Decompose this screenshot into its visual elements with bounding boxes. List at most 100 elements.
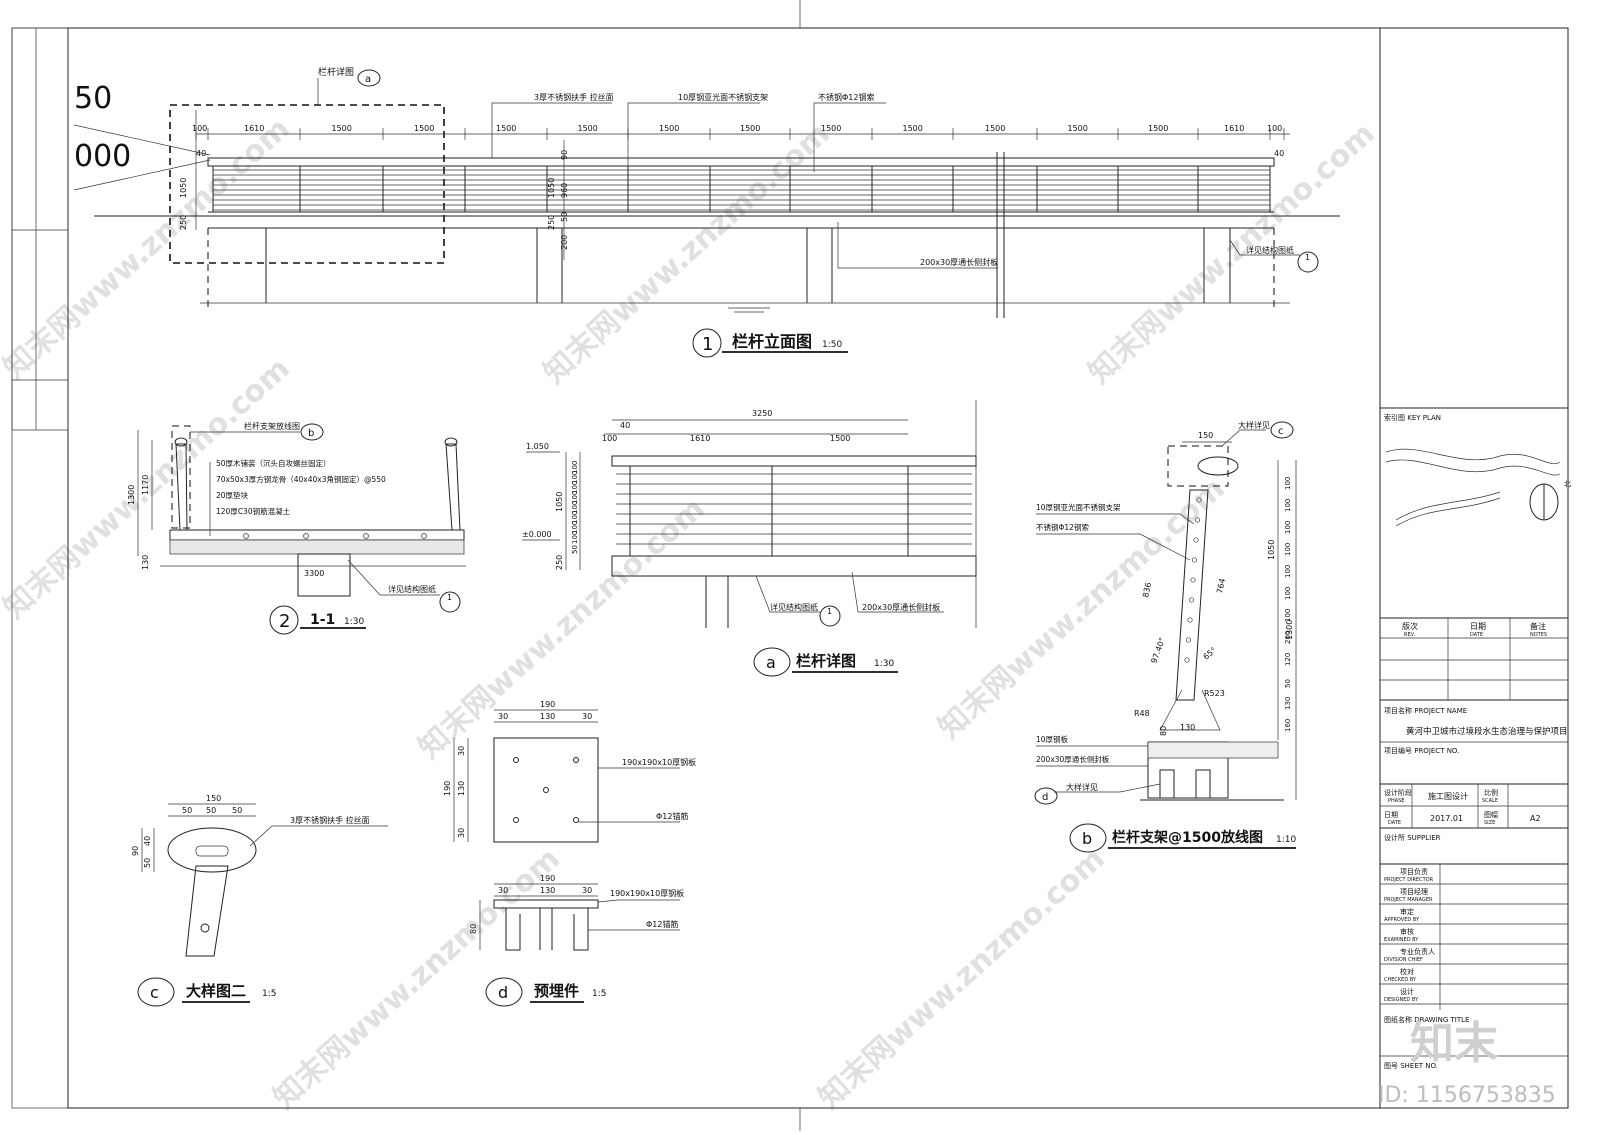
role-label: 项目经理 bbox=[1400, 887, 1428, 896]
dim: 1300 bbox=[127, 485, 136, 505]
dim: 130 bbox=[540, 712, 555, 721]
dim: 90 bbox=[131, 846, 140, 856]
detail-b-scale: 1:10 bbox=[1276, 835, 1296, 845]
detail-b-bracket: 1300 1050 100100100100100100100200120501… bbox=[1034, 420, 1296, 853]
cut-number: 50 bbox=[74, 81, 112, 116]
note-plate: 190x190x10厚钢板 bbox=[622, 757, 696, 767]
dim: 1500 bbox=[1148, 124, 1168, 133]
role-label: 审定 bbox=[1400, 907, 1414, 916]
dim: 80 bbox=[1159, 726, 1168, 736]
structure-ref-num: 1 bbox=[827, 607, 832, 616]
watermark-text: 知末网www.znzmo.com bbox=[412, 491, 712, 766]
dim: 1170 bbox=[141, 475, 150, 495]
dim: 1500 bbox=[578, 124, 598, 133]
elevation-scale: 1:50 bbox=[822, 340, 842, 350]
title-number: 2 bbox=[279, 611, 290, 632]
title-bubble bbox=[692, 328, 722, 358]
note-structure: 详见结构图纸 bbox=[770, 602, 818, 612]
elevation-title: 栏杆立面图 bbox=[732, 332, 812, 351]
dim: 30 bbox=[582, 886, 592, 895]
note-rod: 不锈钢Φ12钢索 bbox=[818, 92, 874, 102]
dim: 1610 bbox=[244, 124, 264, 133]
note-handrail: 3厚不锈钢扶手 拉丝面 bbox=[290, 815, 370, 825]
left-stamp-column bbox=[11, 27, 69, 431]
ref-label: 大样详见 bbox=[1238, 420, 1270, 430]
detail-c-handrail: 150 50 50 50 90 40 50 3厚不锈钢扶手 拉丝面 c 大样图二… bbox=[131, 794, 388, 1007]
watermark-text: 知末网www.znzmo.com bbox=[812, 841, 1112, 1116]
firm-label: 设计所 SUPPLIER bbox=[1384, 833, 1441, 842]
role-label: 审核 bbox=[1400, 927, 1414, 936]
dim: 40 bbox=[143, 836, 152, 846]
dim: 190 bbox=[540, 874, 555, 883]
bolt-hole bbox=[1191, 557, 1198, 563]
note-rod: 不锈钢Φ12钢索 bbox=[1036, 522, 1089, 532]
dim: 1500 bbox=[414, 124, 434, 133]
level-top: 1.050 bbox=[526, 442, 549, 451]
detail-ref-label: 栏杆详图 bbox=[318, 66, 354, 78]
project-name: 黄河中卫城市过境段水生态治理与保护项目 bbox=[1406, 726, 1568, 737]
size-label-en: SIZE bbox=[1484, 820, 1495, 826]
dim: R523 bbox=[1204, 689, 1225, 698]
size-value: A2 bbox=[1530, 814, 1541, 823]
dim: 100 bbox=[1284, 565, 1292, 578]
deck-bolt bbox=[421, 533, 427, 539]
dim: 1500 bbox=[830, 434, 850, 443]
dim: 836 bbox=[1141, 582, 1153, 599]
detail-a-title: 栏杆详图 bbox=[796, 652, 856, 670]
dim: 1500 bbox=[903, 124, 923, 133]
detail-b-title: 栏杆支架@1500放线图 bbox=[1112, 829, 1263, 846]
dim: 97.40° bbox=[1149, 636, 1167, 664]
dim: 1500 bbox=[821, 124, 841, 133]
detail-a-scale: 1:30 bbox=[874, 659, 894, 669]
role-label: 专业负责人 bbox=[1400, 947, 1435, 956]
project-no-label: 项目编号 PROJECT NO. bbox=[1384, 746, 1459, 755]
dim: 1500 bbox=[1068, 124, 1088, 133]
dim: 1050 bbox=[179, 178, 188, 198]
section-ref-letter: b bbox=[308, 428, 314, 439]
dim: R48 bbox=[1134, 709, 1150, 718]
dim: 960 bbox=[560, 183, 569, 198]
role-label-en: DIVISION CHIEF bbox=[1384, 957, 1423, 963]
dim: 200 bbox=[560, 235, 569, 250]
dim: 50 bbox=[560, 212, 569, 222]
detail-a-rods bbox=[616, 473, 972, 545]
note-board: 200x30厚通长侧封板 bbox=[920, 257, 998, 267]
date-value: 2017.01 bbox=[1430, 814, 1463, 823]
level-zero: ±0.000 bbox=[522, 530, 552, 539]
ref-letter: c bbox=[1278, 426, 1284, 437]
dim: 1050 bbox=[555, 492, 564, 512]
detail-c-title: 大样图二 bbox=[186, 982, 246, 1000]
deck-bolt bbox=[243, 533, 249, 539]
watermark-text: 知末网www.znzmo.com bbox=[267, 841, 567, 1116]
cable-rods bbox=[213, 169, 1270, 211]
dim: 1500 bbox=[740, 124, 760, 133]
rev-header-en: NOTES bbox=[1530, 632, 1547, 638]
dim: 1610 bbox=[690, 434, 710, 443]
note-bracket: 10厚钢亚光面不锈钢支架 bbox=[1036, 502, 1121, 512]
dim: 130 bbox=[1284, 697, 1292, 710]
detail-d-scale: 1:5 bbox=[592, 989, 606, 999]
dim: 100 bbox=[192, 124, 207, 133]
note-board: 200x30厚通长侧封板 bbox=[1036, 754, 1110, 764]
deck-bolt bbox=[303, 533, 309, 539]
dim: 190 bbox=[443, 781, 452, 796]
dim: 100 bbox=[571, 491, 579, 504]
title-letter: c bbox=[150, 983, 159, 1002]
north-label: 北 bbox=[1564, 480, 1571, 488]
watermark-layer: 知末网www.znzmo.com 知末网www.znzmo.com 知末网www… bbox=[0, 111, 1382, 1116]
bolt-hole bbox=[1193, 537, 1199, 543]
dim: 120 bbox=[1284, 653, 1292, 666]
note-rebar: Φ12锚筋 bbox=[656, 811, 688, 821]
dim: 200 bbox=[1284, 631, 1292, 644]
phase-label-en: PHASE bbox=[1388, 798, 1405, 804]
role-label-en: PROJECT MANAGER bbox=[1384, 897, 1433, 903]
section-ref-label: 栏杆支架放线图 bbox=[244, 421, 300, 431]
dim: 100 bbox=[1284, 521, 1292, 534]
deck-bolt bbox=[363, 533, 369, 539]
dim: 1300 bbox=[1285, 620, 1294, 640]
dim: 40 bbox=[196, 149, 206, 158]
